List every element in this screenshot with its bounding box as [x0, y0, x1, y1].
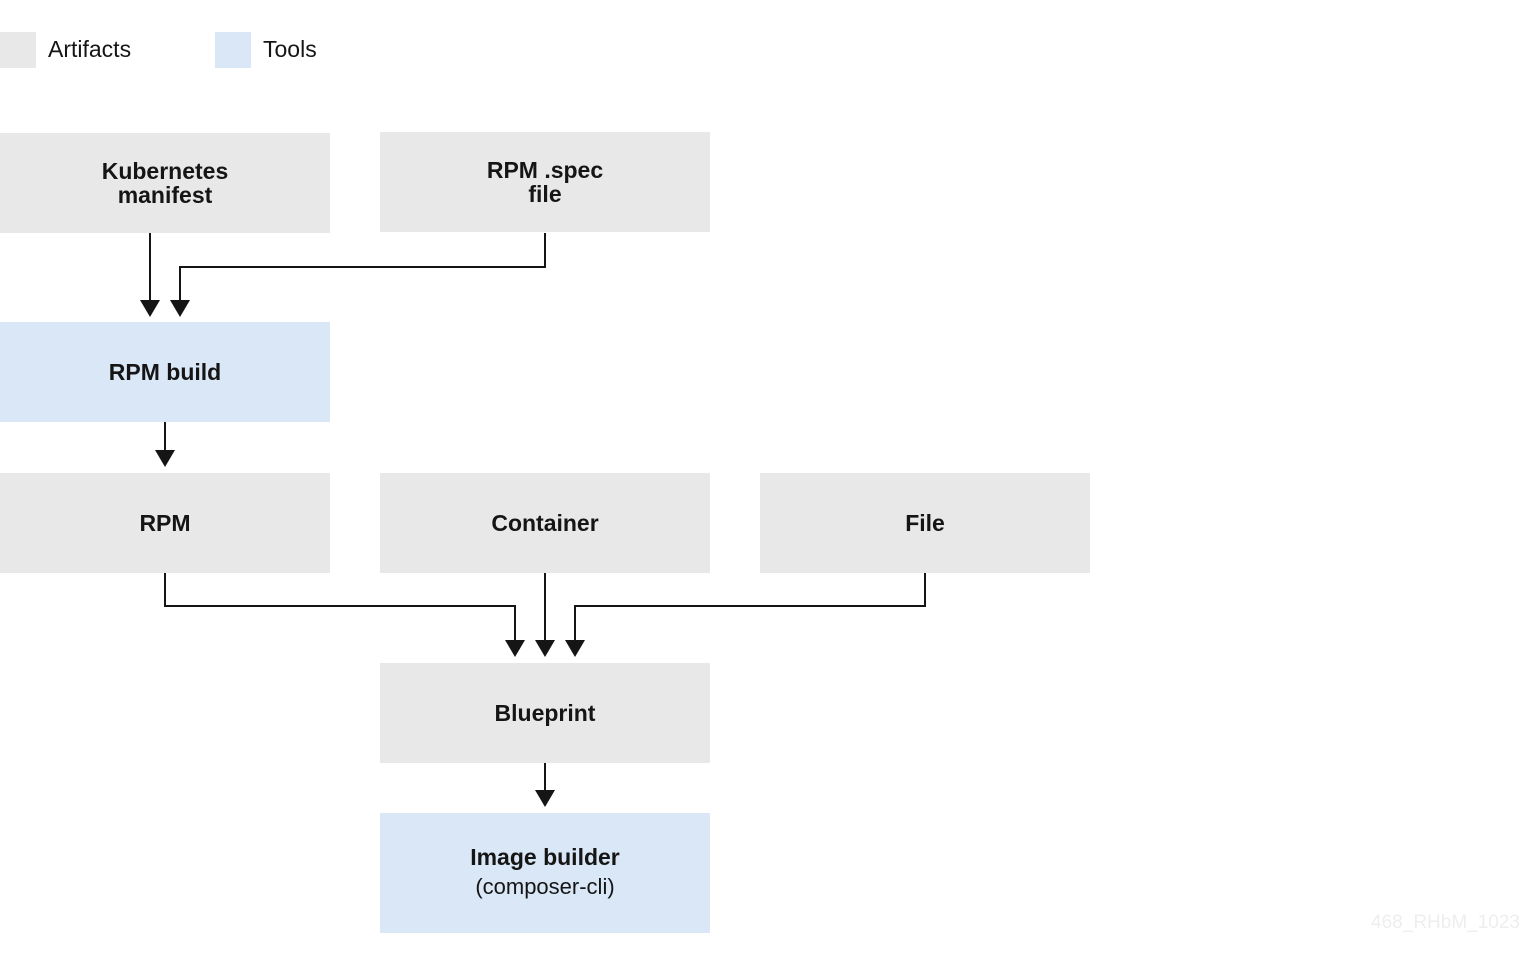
node-rpm-build: RPM build [0, 322, 330, 422]
arrowhead [505, 640, 525, 657]
node-image-builder: Image builder (composer-cli) [380, 813, 710, 933]
node-rpm-build-label: RPM build [108, 359, 222, 385]
edge-spec-to-rpm-build [179, 233, 546, 300]
legend-tools-label: Tools [263, 36, 317, 62]
legend-tools-swatch [215, 32, 251, 68]
node-rpm-label: RPM [139, 510, 191, 536]
node-kubernetes-manifest: Kubernetes manifest [0, 133, 330, 233]
arrowhead [565, 640, 585, 657]
arrowhead [535, 790, 555, 807]
arrowhead [535, 640, 555, 657]
node-file: File [760, 473, 1090, 573]
arrowhead [155, 450, 175, 467]
node-blueprint-label: Blueprint [494, 700, 596, 726]
node-image-builder-sublabel: (composer-cli) [475, 874, 615, 899]
node-rpm-spec-file-label: RPM .spec file [486, 157, 604, 207]
legend-artifacts-swatch [0, 32, 36, 68]
node-blueprint: Blueprint [380, 663, 710, 763]
arrowhead [170, 300, 190, 317]
arrowhead [140, 300, 160, 317]
node-file-label: File [905, 510, 945, 536]
edge-file-to-blueprint [574, 573, 926, 640]
figure-id-watermark: 468_RHbM_1023 [1371, 912, 1520, 933]
edge-rpm-to-blueprint [164, 573, 516, 640]
legend-artifacts-label: Artifacts [48, 36, 132, 62]
node-container-label: Container [491, 510, 599, 536]
node-image-builder-label: Image builder [470, 844, 620, 870]
node-container: Container [380, 473, 710, 573]
node-rpm: RPM [0, 473, 330, 573]
node-rpm-spec-file: RPM .spec file [380, 132, 710, 232]
node-kubernetes-manifest-label: Kubernetes manifest [101, 158, 229, 208]
